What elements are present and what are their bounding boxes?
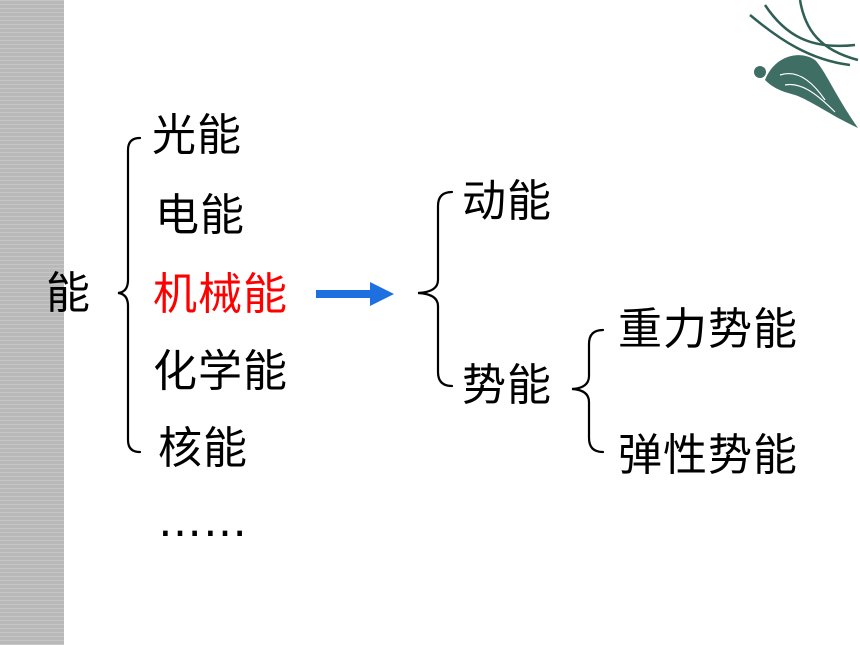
elastic-potential-label: 弹性势能 bbox=[618, 430, 798, 481]
bracket-potential bbox=[571, 328, 605, 454]
left-decorative-strip bbox=[0, 0, 64, 645]
root-label-energy: 能 bbox=[46, 268, 91, 319]
potential-energy-label: 势能 bbox=[462, 360, 552, 411]
kinetic-energy-label: 动能 bbox=[462, 176, 552, 227]
phoenix-ornament-icon bbox=[749, 0, 859, 128]
energy-form-chemical: 化学能 bbox=[153, 346, 288, 397]
bracket-mechanical bbox=[417, 190, 454, 388]
energy-form-nuclear: 核能 bbox=[158, 423, 248, 474]
energy-form-light: 光能 bbox=[152, 110, 242, 161]
gravitational-potential-label: 重力势能 bbox=[618, 304, 798, 355]
energy-form-electric: 电能 bbox=[155, 190, 245, 241]
energy-form-mechanical: 机械能 bbox=[153, 269, 288, 320]
bracket-energy-forms bbox=[117, 136, 142, 454]
arrow-right bbox=[316, 282, 394, 306]
energy-form-ellipsis: …… bbox=[158, 496, 248, 547]
